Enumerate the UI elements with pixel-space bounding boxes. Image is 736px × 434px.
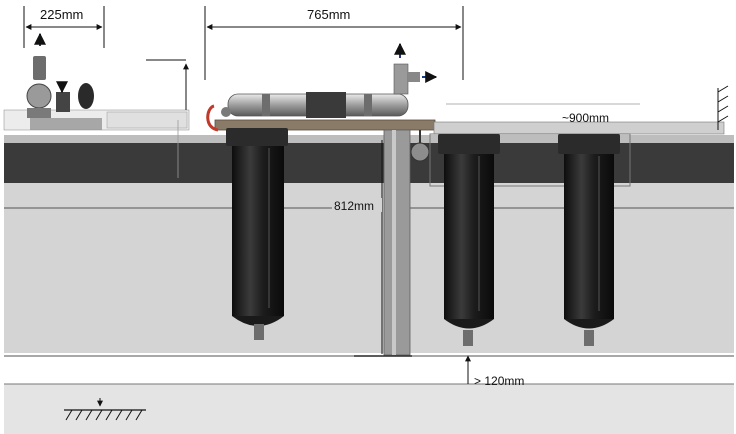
filter-housing-1 (226, 128, 288, 340)
wall-hatch-right-icon (717, 85, 729, 130)
right-header: ~900mm (429, 85, 729, 187)
dim-label-812: 812mm (334, 199, 374, 213)
left-valve-assembly (3, 32, 190, 131)
floor-hatch-icon (64, 398, 146, 421)
dim-label-765: 765mm (307, 7, 350, 22)
background-wall (4, 135, 734, 434)
center-support-rod (383, 129, 411, 356)
filter-housing-2 (438, 134, 500, 346)
dim-label-clearance: > 120mm (474, 374, 524, 388)
dimension-clearance: > 120mm (465, 355, 524, 388)
dimension-225: 225mm (23, 6, 105, 48)
uv-sterilizer-unit (206, 42, 438, 162)
dim-label-225: 225mm (40, 7, 83, 22)
pressure-gauge-icon (410, 142, 430, 162)
dark-band (4, 143, 734, 183)
dimension-812: 812mm (332, 140, 412, 357)
dim-label-900: ~900mm (562, 111, 609, 125)
dimension-765: 765mm (204, 6, 464, 80)
upper-shelf-edge (4, 135, 734, 143)
filter-housing-3 (558, 134, 620, 346)
height-indicator-left (146, 59, 189, 178)
floor-panel (4, 384, 734, 434)
outlet-hose-icon (206, 104, 219, 132)
